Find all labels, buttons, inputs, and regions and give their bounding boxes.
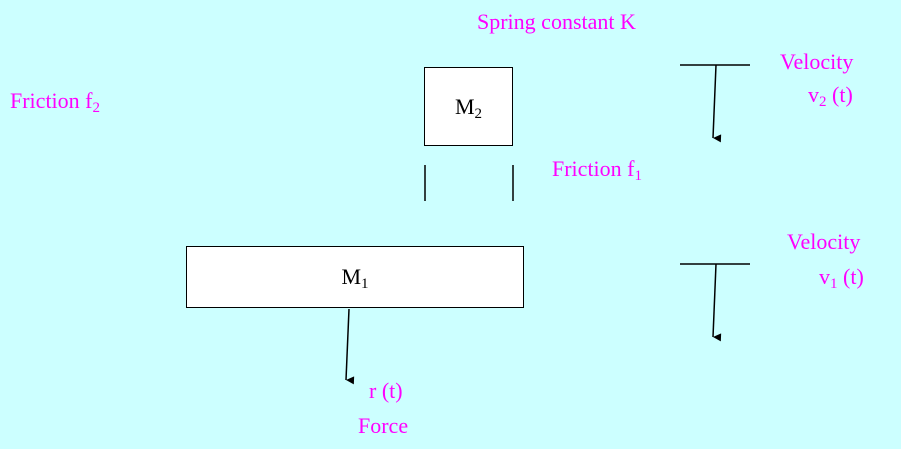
velocity-v2-title: Velocity — [780, 49, 854, 74]
velocity-v2-subscript: 2 — [819, 94, 827, 110]
force-word-label: Force — [358, 413, 409, 438]
force-arrow — [345, 308, 355, 385]
velocity2-arrow — [712, 64, 722, 143]
velocity1-arrow — [712, 263, 722, 342]
friction-f2-subscript: 2 — [92, 100, 101, 116]
velocity-v1-title: Velocity — [787, 229, 861, 254]
mass-m2-box: M2 — [424, 67, 513, 146]
mass-m1-box: M1 — [186, 246, 524, 308]
force-symbol-label: r (t) — [369, 378, 403, 403]
mass-m1-symbol: M — [341, 264, 362, 289]
mass-m2-label: M2 — [454, 93, 483, 122]
velocity-v2-argument: (t) — [826, 82, 853, 107]
velocity-v1-symbol: v — [819, 264, 830, 289]
velocity-v2-symbol: v — [808, 82, 819, 107]
mass-m1-subscript: 1 — [361, 276, 369, 292]
friction-f2-text: Friction f — [10, 88, 93, 113]
friction-f1-text: Friction f — [552, 156, 635, 181]
spring-constant-label: Spring constant K — [477, 9, 636, 34]
friction-f1-subscript: 1 — [634, 168, 643, 184]
friction-f1-label: Friction f1 — [552, 156, 643, 184]
mass-m1-label: M1 — [341, 264, 369, 292]
velocity-v1-subscript: 1 — [830, 276, 838, 292]
mass-m2-subscript: 2 — [474, 105, 483, 122]
velocity-v2-label: v2 (t) — [808, 82, 853, 110]
velocity-v1-label: v1 (t) — [819, 264, 864, 292]
mass-m2-symbol: M — [454, 93, 475, 119]
velocity-v1-argument: (t) — [837, 264, 864, 289]
friction-f2-label: Friction f2 — [10, 88, 101, 116]
